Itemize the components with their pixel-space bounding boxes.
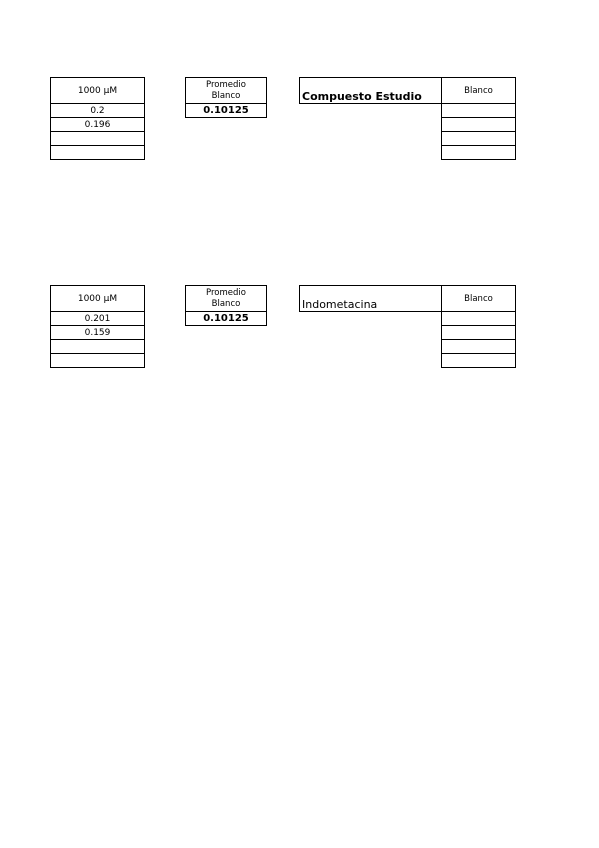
average-header-line2: Blanco <box>211 298 241 309</box>
average-value: 0.10125 <box>185 103 267 118</box>
blank-value <box>441 103 516 118</box>
spacer <box>300 312 442 326</box>
concentration-value <box>50 353 145 368</box>
average-header-line1: Promedio <box>206 287 246 298</box>
spacer <box>300 146 442 160</box>
concentration-table-2: 1000 µM 0.201 0.159 <box>50 285 145 368</box>
blank-value <box>441 353 516 368</box>
concentration-value: 0.196 <box>50 117 145 132</box>
compound-table-2: Indometacina Blanco <box>299 285 516 368</box>
spacer <box>300 104 442 118</box>
spacer <box>300 132 442 146</box>
concentration-value <box>50 131 145 146</box>
blank-value <box>441 145 516 160</box>
spacer <box>300 354 442 368</box>
spacer <box>300 118 442 132</box>
blank-value <box>441 339 516 354</box>
compound-name: Compuesto Estudio <box>299 77 442 104</box>
concentration-value: 0.159 <box>50 325 145 340</box>
blank-value <box>441 311 516 326</box>
compound-name: Indometacina <box>299 285 442 312</box>
blank-value <box>441 325 516 340</box>
concentration-value <box>50 145 145 160</box>
concentration-table-1: 1000 µM 0.2 0.196 <box>50 77 145 160</box>
average-header-line2: Blanco <box>211 90 241 101</box>
blank-value <box>441 117 516 132</box>
concentration-value: 0.201 <box>50 311 145 326</box>
concentration-header: 1000 µM <box>50 77 145 104</box>
average-header-line1: Promedio <box>206 79 246 90</box>
concentration-value <box>50 339 145 354</box>
blank-value <box>441 131 516 146</box>
blank-header: Blanco <box>441 285 516 312</box>
average-value: 0.10125 <box>185 311 267 326</box>
compound-table-1: Compuesto Estudio Blanco <box>299 77 516 160</box>
blank-header: Blanco <box>441 77 516 104</box>
concentration-value: 0.2 <box>50 103 145 118</box>
concentration-header: 1000 µM <box>50 285 145 312</box>
spacer <box>300 326 442 340</box>
spacer <box>300 340 442 354</box>
